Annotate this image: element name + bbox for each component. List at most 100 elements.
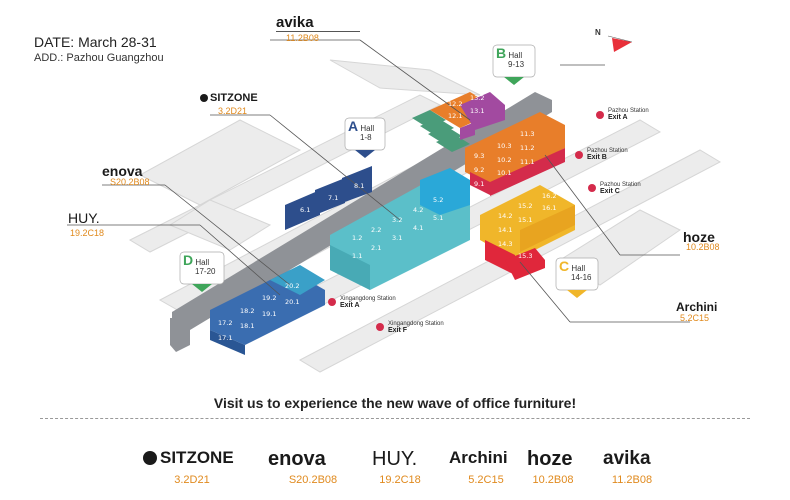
hall-unit-label: 9.2 [474, 166, 484, 174]
hall-unit-label: 16.2 [542, 192, 556, 200]
hall-badge-a [344, 117, 386, 158]
callout-enova-code: S20.2B08 [110, 177, 150, 187]
hall-unit-label: 14.2 [498, 212, 512, 220]
compass-arrow [612, 38, 632, 52]
hall-d-letter: D [183, 252, 194, 268]
hall-a-letter: A [348, 118, 359, 134]
hall-badge-c [555, 257, 599, 298]
hall-unit-label: 20.1 [285, 298, 299, 306]
hall-unit-label: 3.2 [392, 216, 402, 224]
footer-brand-hoze: hoze [527, 448, 573, 470]
hall-unit-label: 17.1 [218, 334, 232, 342]
footer-brand-archini: Archini [449, 448, 508, 467]
hall-unit-label: 19.2 [262, 294, 276, 302]
green-stripes [412, 110, 470, 152]
hall-badge-c-text: C Hall 14-16 [559, 259, 592, 282]
sitzone-icon [143, 451, 157, 465]
event-address: ADD.: Pazhou Guangzhou [34, 52, 164, 64]
hall-unit-label: 15.1 [518, 216, 532, 224]
hall-unit-label: 17.2 [218, 319, 232, 327]
footer-code-sitzone: 3.2D21 [174, 474, 210, 486]
hall-unit-label: 2.1 [371, 244, 381, 252]
event-date: DATE: March 28-31 [34, 34, 157, 50]
hall-unit-label: 13.1 [470, 107, 484, 115]
callout-hoze-brand: hoze [683, 229, 715, 245]
hall-unit-label: 20.2 [285, 282, 299, 290]
hall-c [480, 185, 575, 280]
hall-unit-label: 19.1 [262, 310, 276, 318]
callout-sitzone-code: 3.2D21 [218, 106, 248, 116]
hall-unit-label: 14.1 [498, 226, 512, 234]
tagline: Visit us to experience the new wave of o… [213, 395, 577, 411]
hall-unit-label: 6.1 [300, 206, 310, 214]
callout-sitzone-brand: SITZONE [200, 92, 258, 104]
hall-unit-label: 4.1 [413, 224, 423, 232]
station-pazhou-c: Pazhou Station Exit C [600, 182, 641, 195]
hall-unit-label: 10.3 [497, 142, 511, 150]
hall-a [285, 166, 470, 290]
hall-unit-label: 16.1 [542, 204, 556, 212]
station-pins [328, 111, 604, 331]
hall-unit-label: 2.2 [371, 226, 381, 234]
main-corridor [172, 92, 552, 330]
station-exit: Exit A [608, 114, 628, 121]
station-name: Pazhou Station [600, 182, 641, 188]
station-xingangdong-f: Xingangdong Station Exit F [388, 321, 444, 334]
callout-avika-code: 11.2B08 [286, 33, 319, 43]
hall-unit-label: 1.2 [352, 234, 362, 242]
callout-archini-code: 5.2C15 [680, 313, 710, 323]
hall-d [210, 265, 325, 355]
callout-sitzone-text: SITZONE [210, 92, 258, 104]
station-exit: Exit F [388, 327, 408, 334]
station-pazhou-a: Pazhou Station Exit A [608, 108, 649, 121]
hall-unit-label: 1.1 [352, 252, 362, 260]
compass-label: N [595, 28, 601, 37]
hall-badge-d-text: D Hall 17-20 [183, 253, 216, 276]
hall-unit-label: 7.1 [328, 194, 338, 202]
hall-d-range: 17-20 [195, 267, 216, 276]
hall-unit-label: 9.3 [474, 152, 484, 160]
station-name: Xingangdong Station [388, 321, 444, 327]
footer-brand-sitzone: SITZONE [143, 448, 234, 468]
hall-unit-label: 5.2 [433, 196, 443, 204]
hall-badge-a-text: A Hall 1-8 [348, 119, 375, 142]
footer-brand-avika: avika [603, 448, 651, 469]
station-pazhou-b: Pazhou Station Exit B [587, 148, 628, 161]
hall-b-range: 9-13 [508, 60, 525, 69]
hall-c-letter: C [559, 258, 570, 274]
hall-badge-b-text: B Hall 9-13 [496, 46, 525, 69]
hall-unit-label: 3.1 [392, 234, 402, 242]
footer-brand-text: SITZONE [160, 448, 234, 467]
hall-unit-label: 11.1 [520, 158, 534, 166]
station-name: Pazhou Station [608, 108, 649, 114]
hall-unit-label: 8.1 [354, 182, 364, 190]
callout-avika-brand: avika [276, 14, 360, 32]
station-exit: Exit A [340, 302, 360, 309]
hall-unit-label: 13.2 [470, 94, 484, 102]
hall-b [430, 92, 565, 196]
footer-code-hoze: 10.2B08 [532, 474, 574, 486]
hall-a-range: 1-8 [360, 133, 372, 142]
hall-unit-label: 15.2 [518, 202, 532, 210]
footer-code-archini: 5.2C15 [468, 474, 504, 486]
hall-unit-label: 11.2 [520, 144, 534, 152]
sitzone-icon [200, 94, 208, 102]
footer-brand-huy: HUY. [372, 448, 418, 470]
hall-unit-label: 11.3 [520, 130, 534, 138]
callout-archini-brand: Archini [676, 300, 718, 314]
callout-hoze-code: 10.2B08 [686, 242, 720, 252]
footer-brand-enova: enova [268, 448, 326, 470]
footer-code-enova: S20.2B08 [288, 474, 338, 486]
hall-a-label: Hall [360, 124, 375, 133]
hall-unit-label: 10.2 [497, 156, 511, 164]
footer-code-avika: 11.2B08 [611, 474, 653, 486]
hall-unit-label: 10.1 [497, 169, 511, 177]
hall-badge-b [492, 44, 536, 85]
hall-unit-label: 12.2 [448, 100, 462, 108]
hall-unit-label: 15.3 [518, 252, 532, 260]
divider [40, 418, 750, 419]
hall-c-range: 14-16 [571, 273, 592, 282]
hall-d-label: Hall [195, 258, 210, 267]
